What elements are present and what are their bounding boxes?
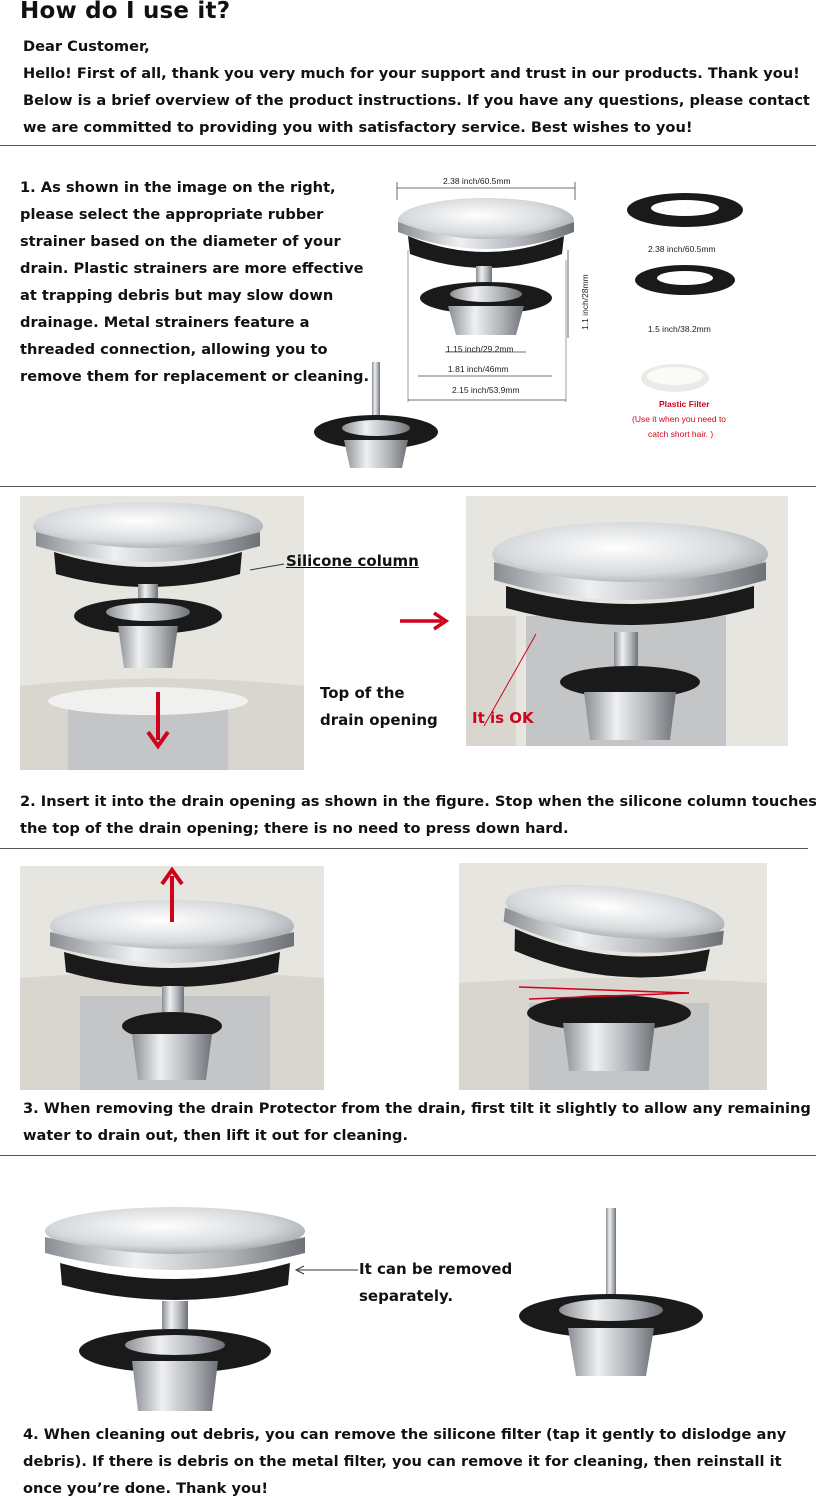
step-line: the top of the drain opening; there is n… [20, 820, 569, 837]
tilt-illustration [459, 863, 767, 1090]
divider [0, 145, 816, 146]
intro-line: we are committed to providing you with s… [23, 119, 693, 136]
dimension-diagram [396, 182, 576, 402]
intro-line: Below is a brief overview of the product… [23, 92, 816, 109]
dim-mid: 1.81 inch/46mm [448, 364, 509, 374]
rubber-rings [627, 193, 743, 295]
drain-top-label: Top of the drain opening [320, 680, 438, 734]
dim-top-width: 2.38 inch/60.5mm [443, 176, 511, 186]
step1-text: 1. As shown in the image on the right, p… [20, 174, 369, 390]
it-is-ok-label: It is OK [472, 709, 534, 727]
step-line: please select the appropriate rubber [20, 206, 324, 223]
step-line: 2. Insert it into the drain opening as s… [20, 793, 816, 810]
intro-text: Dear Customer, Hello! First of all, than… [23, 33, 816, 141]
lift-illustration [20, 866, 324, 1090]
step-line: 1. As shown in the image on the right, [20, 179, 336, 196]
step-line: water to drain out, then lift it out for… [23, 1127, 409, 1144]
dim-inner: 1.15 inch/29.2mm [446, 344, 514, 354]
step2-text: 2. Insert it into the drain opening as s… [20, 788, 816, 842]
cover-illustration [45, 1207, 305, 1411]
step-line: drain. Plastic strainers are more effect… [20, 260, 364, 277]
plastic-filter-label: Plastic Filter [659, 399, 710, 409]
plastic-filter-note: catch short hair. ) [648, 429, 714, 439]
plastic-filter-image [641, 364, 709, 392]
step-line: 4. When cleaning out debris, you can rem… [23, 1426, 787, 1443]
drain-top-label-line: drain opening [320, 711, 438, 729]
drain-top-label-line: Top of the [320, 684, 405, 702]
step3-text: 3. When removing the drain Protector fro… [23, 1095, 811, 1149]
step-line: drainage. Metal strainers feature a [20, 314, 310, 331]
step-line: strainer based on the diameter of your [20, 233, 341, 250]
step4-text: 4. When cleaning out debris, you can rem… [23, 1421, 786, 1500]
step-line: at trapping debris but may slow down [20, 287, 334, 304]
intro-line: Dear Customer, [23, 38, 150, 55]
intro-line: Hello! First of all, thank you very much… [23, 65, 800, 82]
step-line: debris). If there is debris on the metal… [23, 1453, 782, 1470]
pointer-arrow [249, 563, 285, 571]
dim-outer: 2.15 inch/53.9mm [452, 385, 520, 395]
step-line: 3. When removing the drain Protector fro… [23, 1100, 811, 1117]
divider [0, 1155, 816, 1156]
removable-label-line: separately. [359, 1287, 454, 1305]
dim-height: 1.1 inch/28mm [580, 274, 590, 330]
metal-strainer-image [519, 1208, 703, 1376]
plastic-filter-note: (Use it when you need to [632, 414, 727, 424]
step-line: remove them for replacement or cleaning. [20, 368, 369, 385]
removable-label: It can be removed separately. [359, 1256, 512, 1310]
page-title: How do I use it? [20, 0, 231, 24]
dim-ring-large: 2.38 inch/60.5mm [648, 244, 716, 254]
metal-strainer-image [314, 362, 438, 468]
dim-ring-small: 1.5 inch/38.2mm [648, 324, 711, 334]
insert-illustration [20, 496, 304, 770]
step-line: threaded connection, allowing you to [20, 341, 328, 358]
arrow-right-icon [400, 611, 450, 631]
silicone-column-label: Silicone column [286, 552, 419, 570]
step-line: once you’re done. Thank you! [23, 1480, 269, 1497]
pointer-arrow [294, 1265, 358, 1275]
divider [0, 848, 808, 849]
inserted-illustration [466, 496, 788, 746]
divider [0, 486, 816, 487]
removable-label-line: It can be removed [359, 1260, 513, 1278]
